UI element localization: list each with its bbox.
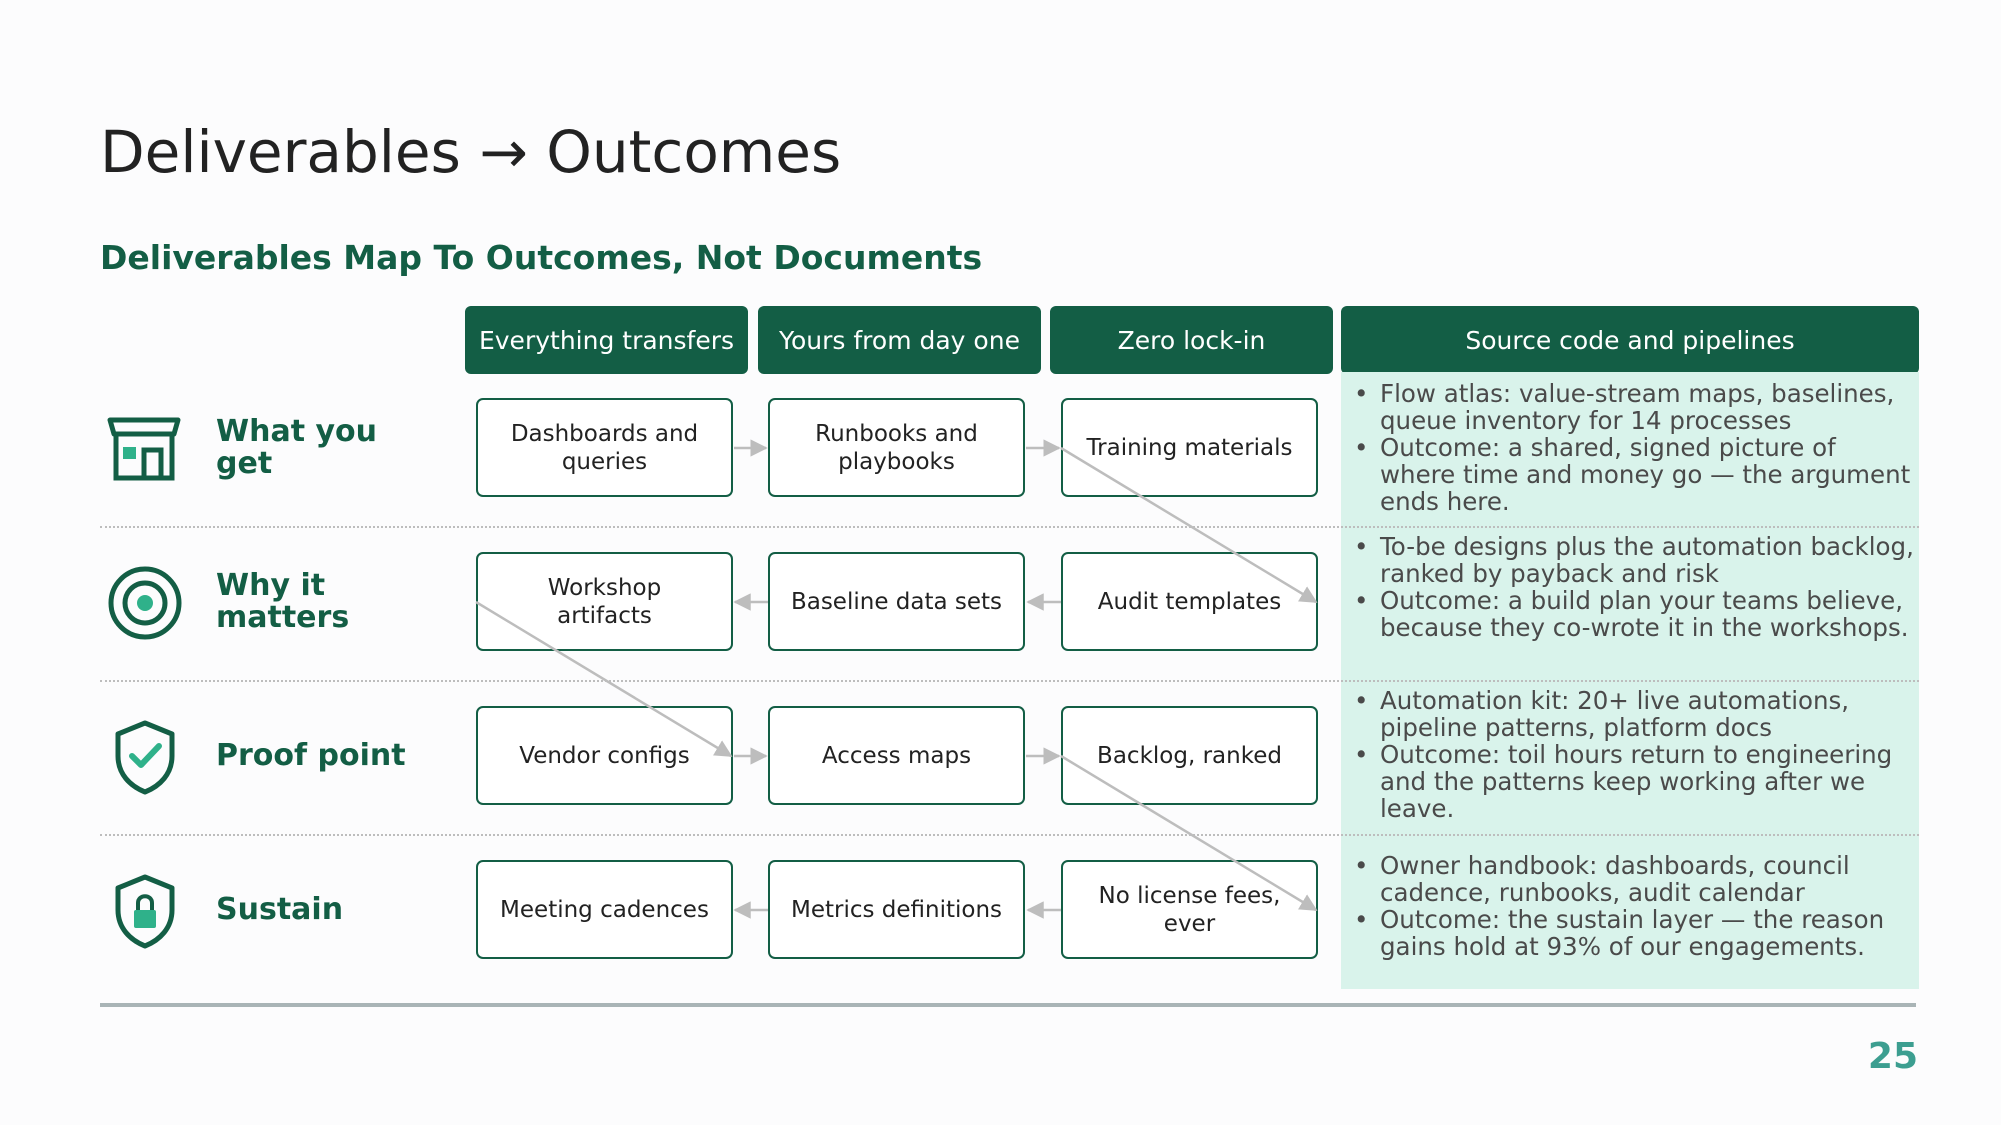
row-label-sustain: Sustain — [216, 892, 344, 927]
column-header-everything-transfers: Everything transfers — [465, 306, 748, 374]
footer-divider — [100, 1003, 1916, 1007]
outcome-list-why-it-matters: To-be designs plus the automation backlo… — [1348, 533, 1918, 641]
deliverable-box: Meeting cadences — [476, 860, 733, 959]
outcome-bullet: Outcome: toil hours return to engineerin… — [1348, 741, 1918, 822]
row-divider — [100, 526, 1919, 528]
outcome-bullet: Outcome: a shared, signed picture of whe… — [1348, 434, 1918, 515]
outcome-list-what-you-get: Flow atlas: value-stream maps, baselines… — [1348, 380, 1918, 515]
deliverable-box: Audit templates — [1061, 552, 1318, 651]
deliverable-box: Baseline data sets — [768, 552, 1025, 651]
outcome-bullet: Owner handbook: dashboards, council cade… — [1348, 852, 1918, 906]
page-number: 25 — [1867, 1036, 1918, 1077]
deliverable-box: Access maps — [768, 706, 1025, 805]
deliverable-box: Backlog, ranked — [1061, 706, 1318, 805]
outcome-bullet: Automation kit: 20+ live automations, pi… — [1348, 687, 1918, 741]
page-subtitle: Deliverables Map To Outcomes, Not Docume… — [100, 238, 983, 277]
deliverable-box: Metrics definitions — [768, 860, 1025, 959]
outcome-bullet: Flow atlas: value-stream maps, baselines… — [1348, 380, 1918, 434]
outcome-list-sustain: Owner handbook: dashboards, council cade… — [1348, 852, 1918, 960]
shield-check-icon — [104, 716, 186, 798]
column-header-zero-lock-in: Zero lock-in — [1050, 306, 1333, 374]
row-label-proof-point: Proof point — [216, 738, 406, 773]
column-header-yours-from-day-one: Yours from day one — [758, 306, 1041, 374]
deliverable-box: No license fees,ever — [1061, 860, 1318, 959]
row-divider — [100, 834, 1919, 836]
outcome-bullet: Outcome: the sustain layer — the reason … — [1348, 906, 1918, 960]
shield-lock-icon — [104, 870, 186, 952]
deliverable-box: Training materials — [1061, 398, 1318, 497]
outcome-bullet: Outcome: a build plan your teams believe… — [1348, 587, 1918, 641]
outcome-bullet: To-be designs plus the automation backlo… — [1348, 533, 1918, 587]
page-title: Deliverables → Outcomes — [100, 118, 842, 186]
column-header-source-code: Source code and pipelines — [1341, 306, 1919, 374]
target-icon — [104, 562, 186, 644]
outcome-list-proof-point: Automation kit: 20+ live automations, pi… — [1348, 687, 1918, 822]
row-divider — [100, 680, 1919, 682]
storefront-icon — [104, 408, 186, 490]
deliverable-box: Vendor configs — [476, 706, 733, 805]
